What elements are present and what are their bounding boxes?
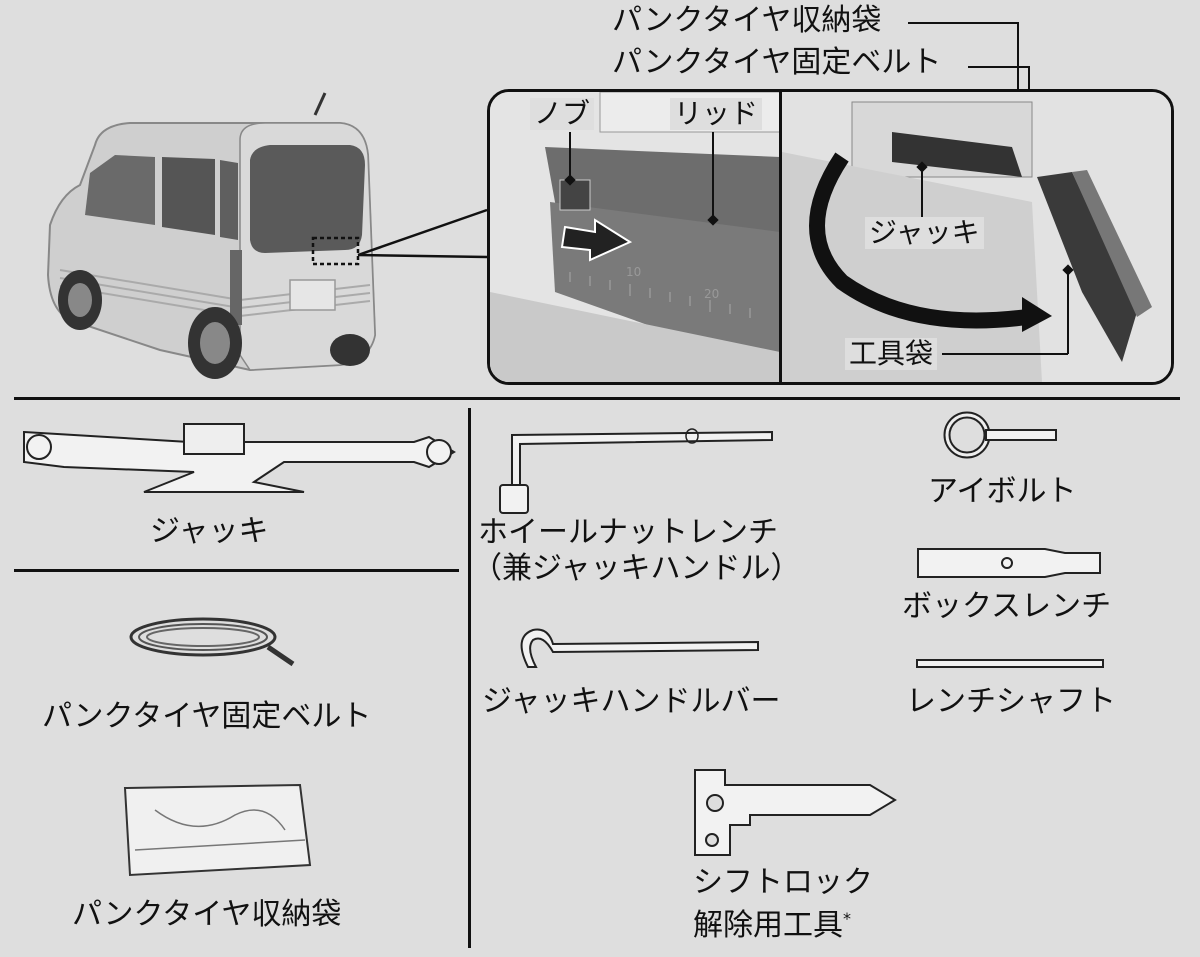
item-wheel-nut-wrench-label-2: （兼ジャッキハンドル）: [472, 551, 801, 586]
item-wheel-nut-wrench-label-1: ホイールナットレンチ: [478, 515, 778, 550]
vertical-divider: [468, 408, 471, 948]
callout-fixing-belt: パンクタイヤ固定ベルト: [612, 45, 942, 80]
fixing-belt-icon: [129, 617, 295, 667]
jack-handle-bar-icon: [520, 628, 759, 668]
box-wrench-icon: [917, 548, 1101, 578]
item-fixing-belt-label: パンクタイヤ固定ベルト: [42, 699, 372, 734]
wrench-shaft-icon: [916, 659, 1104, 668]
storage-bag-icon: [123, 783, 312, 877]
van-illustration: [46, 92, 488, 379]
label-tool-bag: 工具袋: [845, 338, 938, 370]
label-lid: リッド: [670, 98, 763, 130]
leader-storage-bag: [908, 22, 1018, 24]
item-eye-bolt-label: アイボルト: [928, 474, 1077, 509]
lid-illustration: 10 20: [490, 92, 781, 382]
label-knob: ノブ: [530, 98, 595, 130]
wheel-nut-wrench-icon: [499, 428, 773, 514]
eye-bolt-icon: [943, 411, 1057, 459]
panel-divider: [779, 92, 782, 382]
item-wrench-shaft-label: レンチシャフト: [906, 684, 1116, 719]
scale-mark-10: 10: [626, 265, 641, 279]
shift-lock-label-text: 解除用工具: [693, 908, 843, 943]
item-shift-lock-label-2: 解除用工具*: [693, 902, 851, 943]
scale-mark-20: 20: [704, 287, 719, 301]
horizontal-divider-top: [14, 397, 1180, 400]
item-shift-lock-label-1: シフトロック: [693, 865, 873, 900]
shift-lock-tool-icon: [694, 769, 897, 856]
jack-icon: [23, 423, 456, 493]
item-box-wrench-label: ボックスレンチ: [902, 589, 1112, 624]
callout-storage-bag: パンクタイヤ収納袋: [612, 3, 882, 38]
footnote-mark: *: [843, 909, 851, 928]
label-jack-detail: ジャッキ: [865, 217, 984, 249]
detail-panel: 10 20 ノブ リッド ジャッキ 工具袋: [487, 89, 1174, 385]
item-jack-label: ジャッキ: [150, 514, 269, 549]
horizontal-divider-left: [14, 569, 459, 572]
item-jack-handle-bar-label: ジャッキハンドルバー: [482, 684, 781, 719]
item-storage-bag-label: パンクタイヤ収納袋: [72, 897, 342, 932]
leader-fixing-belt: [968, 66, 1030, 68]
